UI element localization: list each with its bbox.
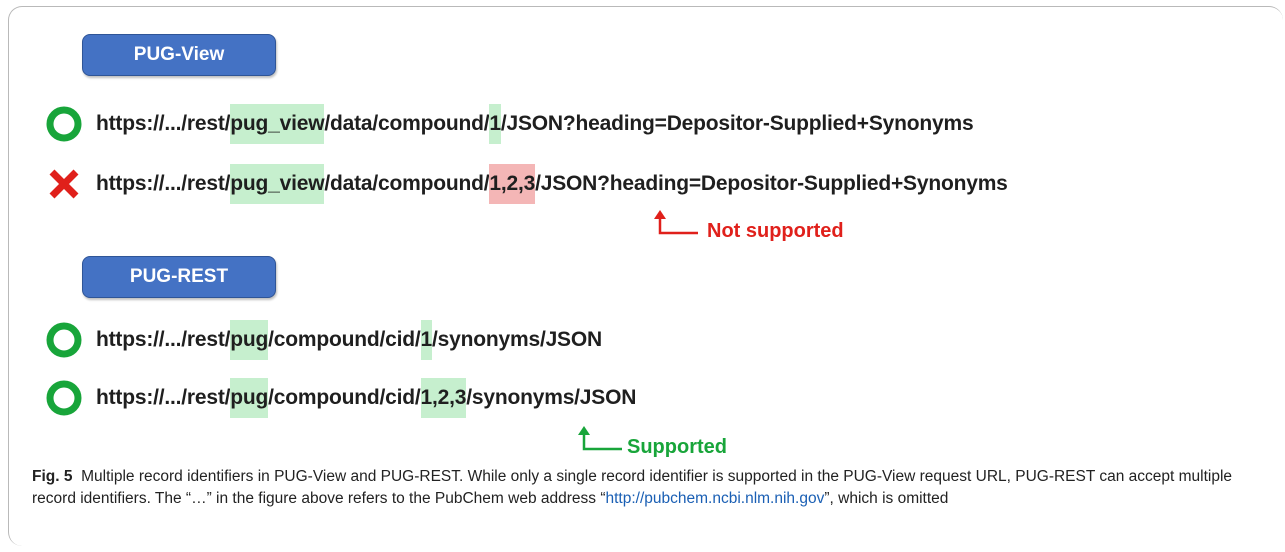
red-arrow-icon — [654, 210, 698, 235]
url-middle: /compound/cid/ — [268, 386, 421, 409]
url-highlight-endpoint: pug — [230, 378, 268, 418]
check-circle-icon — [46, 380, 82, 416]
url-row-1: https://.../rest/pug_view/data/compound/… — [96, 104, 974, 144]
url-suffix: /synonyms/JSON — [432, 328, 602, 351]
caption-label: Fig. 5 — [32, 468, 73, 485]
pug-rest-label: PUG-REST — [82, 256, 276, 298]
check-circle-icon — [46, 322, 82, 358]
pubchem-link[interactable]: http://pubchem.ncbi.nlm.nih.gov — [605, 490, 825, 507]
figure-caption: Fig. 5 Multiple record identifiers in PU… — [32, 466, 1272, 510]
url-highlight-ids: 1,2,3 — [420, 378, 466, 418]
url-row-3: https://.../rest/pug/compound/cid/1/syno… — [96, 320, 602, 360]
url-highlight-endpoint: pug_view — [230, 104, 325, 144]
url-prefix: https://.../rest/ — [96, 112, 231, 135]
url-prefix: https://.../rest/ — [96, 172, 231, 195]
url-highlight-id: 1 — [420, 320, 432, 360]
url-prefix: https://.../rest/ — [96, 386, 231, 409]
url-suffix: /synonyms/JSON — [466, 386, 637, 409]
url-highlight-endpoint: pug_view — [230, 164, 325, 204]
url-middle: /data/compound/ — [324, 112, 490, 135]
url-middle: /data/compound/ — [324, 172, 490, 195]
green-arrow-icon — [578, 426, 622, 451]
url-highlight-id: 1 — [489, 104, 501, 144]
url-highlight-endpoint: pug — [230, 320, 268, 360]
check-circle-icon — [46, 106, 82, 142]
url-row-4: https://.../rest/pug/compound/cid/1,2,3/… — [96, 378, 636, 418]
url-suffix: /JSON?heading=Depositor-Supplied+Synonym… — [535, 172, 1008, 195]
url-highlight-ids-unsupported: 1,2,3 — [489, 164, 535, 204]
cross-icon — [49, 169, 79, 199]
url-prefix: https://.../rest/ — [96, 328, 231, 351]
supported-note: Supported — [627, 436, 727, 458]
caption-text: Multiple record identifiers in PUG-View … — [32, 468, 1233, 507]
url-suffix: /JSON?heading=Depositor-Supplied+Synonym… — [500, 112, 974, 135]
url-row-2: https://.../rest/pug_view/data/compound/… — [96, 164, 1008, 204]
pug-view-label: PUG-View — [82, 34, 276, 76]
url-middle: /compound/cid/ — [268, 328, 421, 351]
not-supported-note: Not supported — [707, 220, 844, 242]
figure-frame — [8, 6, 1283, 546]
caption-text-end: ”, which is omitted — [824, 490, 949, 507]
